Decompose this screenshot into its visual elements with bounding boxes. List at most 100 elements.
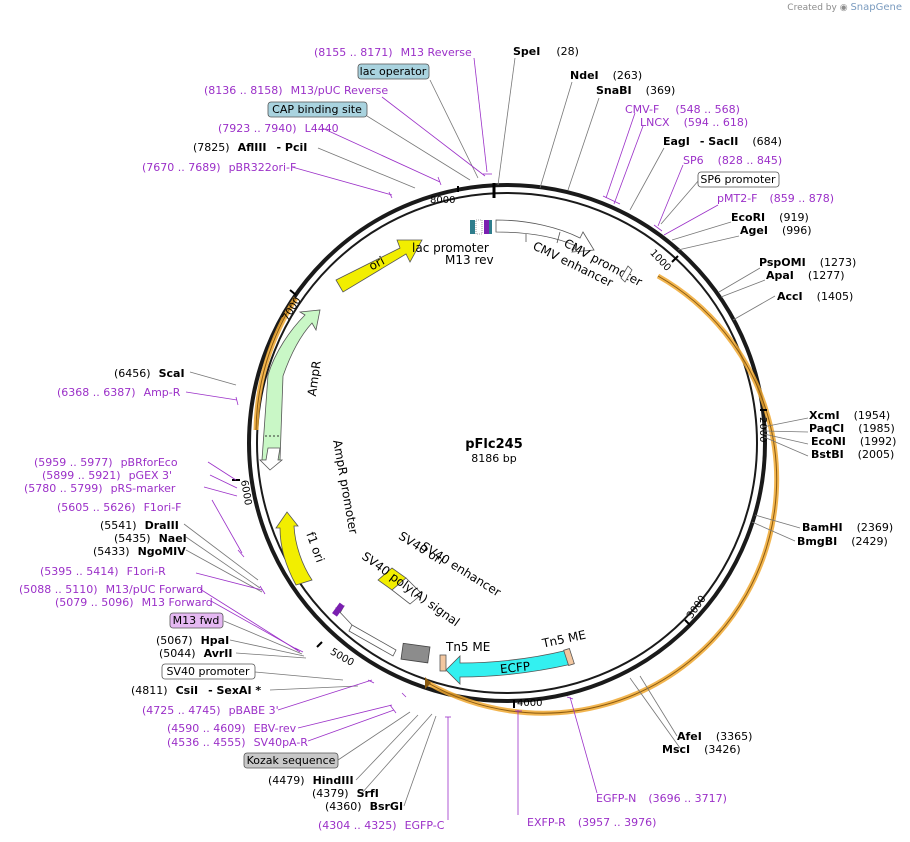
sv40-promoter-label: SV40 promoter — [166, 665, 250, 678]
orf-arc-ecfp-edge — [427, 275, 778, 714]
svg-text:(6456)ScaI: (6456)ScaI — [114, 367, 185, 380]
m13-fwd-box — [169, 612, 224, 629]
kozak-label: Kozak sequence — [247, 754, 336, 767]
svg-text:(7923 .. 7940)L4440: (7923 .. 7940)L4440 — [218, 122, 339, 135]
kozak-box — [243, 752, 339, 769]
svg-text:(5959 .. 5977)pBRforEco: (5959 .. 5977)pBRforEco — [34, 456, 178, 469]
svg-text:PspOMI(1273): PspOMI(1273) — [759, 256, 856, 269]
svg-text:(4304 .. 4325)EGFP-C: (4304 .. 4325)EGFP-C — [318, 819, 445, 832]
svg-text:(5088 .. 5110)M13/pUC Forward: (5088 .. 5110)M13/pUC Forward — [19, 583, 203, 596]
lac-operator-label: lac operator — [360, 65, 427, 78]
ori-label: ori — [366, 254, 386, 274]
created-by-credit: Created by ◉ SnapGene — [787, 2, 902, 13]
svg-text:(4479)HindIII: (4479)HindIII — [268, 774, 354, 787]
svg-text:(7825)AflIII- PciI: (7825)AflIII- PciI — [193, 141, 307, 154]
tick-label-2000: 2000 — [757, 417, 768, 442]
svg-text:(4360)BsrGI: (4360)BsrGI — [325, 800, 403, 813]
tick-label-6000: 6000 — [238, 479, 253, 506]
primers-right: CMV-F(548 .. 568) LNCX(594 .. 618) SP6(8… — [527, 103, 834, 829]
lac-promoter-box — [475, 219, 483, 235]
cap-site-box — [267, 101, 368, 118]
plasmid-name: pFlc245 — [465, 437, 522, 452]
svg-text:(4811)CsiI- SexAI *: (4811)CsiI- SexAI * — [131, 684, 261, 697]
tick-label-4000: 4000 — [517, 698, 542, 709]
lac-promoter-label: lac promoter — [412, 241, 489, 255]
sv40-polya-arrow — [348, 624, 397, 657]
enzymes-left: (7825)AflIII- PciI (6456)ScaI (5541)DraI… — [93, 141, 403, 813]
tn5-me-right-label: Tn5 ME — [540, 628, 587, 651]
sp6-promoter-label: SP6 promoter — [700, 173, 776, 186]
backbone-outer — [247, 183, 767, 703]
sp6-promoter-box — [697, 171, 780, 188]
enzymes-right: SpeI(28) NdeI(263) SnaBI(369) EagI- SacI… — [513, 45, 896, 756]
sv40-polya-box — [400, 642, 431, 664]
svg-text:SnaBI(369): SnaBI(369) — [596, 84, 675, 97]
orf-arc-ampr-edge — [255, 297, 297, 431]
svg-text:BmgBI(2429): BmgBI(2429) — [797, 535, 888, 548]
backbone-inner — [256, 192, 758, 694]
svg-text:(8155 .. 8171)M13 Reverse: (8155 .. 8171)M13 Reverse — [314, 46, 472, 59]
svg-text:(7670 .. 7689)pBR322ori-F: (7670 .. 7689)pBR322ori-F — [142, 161, 296, 174]
sp6-promoter-arrow — [620, 265, 633, 283]
lac-operator-marker — [470, 220, 475, 234]
svg-text:(5435)NaeI: (5435)NaeI — [114, 532, 187, 545]
svg-text:(5780 .. 5799)pRS-marker: (5780 .. 5799)pRS-marker — [24, 482, 176, 495]
ampr-arrow — [261, 309, 321, 461]
svg-text:EcoRI(919): EcoRI(919) — [731, 211, 809, 224]
svg-text:EXFP-R(3957 .. 3976): EXFP-R(3957 .. 3976) — [527, 816, 656, 829]
ampr-label: AmpR — [305, 360, 324, 397]
svg-text:(4536 .. 4555)SV40pA-R: (4536 .. 4555)SV40pA-R — [167, 736, 308, 749]
tn5-me-left-label: Tn5 ME — [445, 640, 490, 654]
svg-text:EagI- SacII(684): EagI- SacII(684) — [663, 135, 782, 148]
f1-ori-arrow — [275, 511, 313, 586]
svg-text:PaqCI(1985): PaqCI(1985) — [809, 422, 895, 435]
cmv-divider — [556, 231, 561, 244]
svg-text:AfeI(3365): AfeI(3365) — [677, 730, 752, 743]
m13-fwd-label: M13 fwd — [173, 614, 220, 627]
svg-text:(5541)DraIII: (5541)DraIII — [100, 519, 179, 532]
svg-text:AgeI(996): AgeI(996) — [740, 224, 812, 237]
boxed-labels: lac operator CAP binding site SP6 promot… — [161, 63, 780, 769]
svg-text:EcoNI(1992): EcoNI(1992) — [811, 435, 896, 448]
svg-text:LNCX(594 .. 618): LNCX(594 .. 618) — [640, 116, 748, 129]
ecfp-label: ECFP — [499, 659, 530, 676]
svg-text:(4379)SrfI: (4379)SrfI — [312, 787, 379, 800]
svg-text:(5605 .. 5626)F1ori-F: (5605 .. 5626)F1ori-F — [57, 501, 182, 514]
leader-lines — [183, 57, 809, 820]
svg-text:(5079 .. 5096)M13 Forward: (5079 .. 5096)M13 Forward — [55, 596, 213, 609]
svg-text:pMT2-F(859 .. 878): pMT2-F(859 .. 878) — [717, 192, 834, 205]
snapgene-logo-icon: ◉ — [839, 3, 848, 13]
svg-text:(4725 .. 4745)pBABE 3': (4725 .. 4745)pBABE 3' — [142, 704, 279, 717]
orf-arrowhead — [425, 677, 431, 689]
svg-text:(5044)AvrII: (5044)AvrII — [159, 647, 232, 660]
svg-text:(8136 .. 8158)M13/pUC Reverse: (8136 .. 8158)M13/pUC Reverse — [204, 84, 388, 97]
sv40-enhancer-label: SV40 enhancer — [418, 539, 503, 599]
cap-site-marker — [489, 220, 492, 234]
sv40-promoter-box — [161, 663, 256, 680]
svg-text:MscI(3426): MscI(3426) — [662, 743, 741, 756]
svg-text:NdeI(263): NdeI(263) — [570, 69, 642, 82]
svg-text:XcmI(1954): XcmI(1954) — [809, 409, 890, 422]
cap-site-label: CAP binding site — [272, 103, 362, 116]
svg-text:(5067)HpaI: (5067)HpaI — [156, 634, 229, 647]
lac-operator-box — [357, 63, 430, 80]
svg-text:BamHI(2369): BamHI(2369) — [802, 521, 893, 534]
svg-text:(5395 .. 5414)F1ori-R: (5395 .. 5414)F1ori-R — [40, 565, 166, 578]
m13-rev-marker — [484, 220, 489, 234]
svg-text:EGFP-N(3696 .. 3717): EGFP-N(3696 .. 3717) — [596, 792, 727, 805]
svg-text:CMV-F(548 .. 568): CMV-F(548 .. 568) — [625, 103, 740, 116]
tick-label-8000: 8000 — [430, 195, 455, 206]
svg-text:(6368 .. 6387)Amp-R: (6368 .. 6387)Amp-R — [57, 386, 181, 399]
ampr-promoter-label: AmpR promoter — [330, 439, 360, 535]
svg-text:BstBI(2005): BstBI(2005) — [811, 448, 894, 461]
m13-fwd-marker — [332, 602, 345, 617]
svg-text:AccI(1405): AccI(1405) — [777, 290, 853, 303]
f1-ori-label: f1 ori — [303, 530, 327, 564]
svg-text:SP6(828 .. 845): SP6(828 .. 845) — [683, 154, 782, 167]
svg-text:(4590 .. 4609)EBV-rev: (4590 .. 4609)EBV-rev — [167, 722, 297, 735]
svg-text:(5433)NgoMIV: (5433)NgoMIV — [93, 545, 186, 558]
svg-text:(5899 .. 5921)pGEX 3': (5899 .. 5921)pGEX 3' — [42, 469, 172, 482]
ori-arrow — [335, 239, 423, 293]
tn5-me-left-box — [439, 654, 447, 672]
